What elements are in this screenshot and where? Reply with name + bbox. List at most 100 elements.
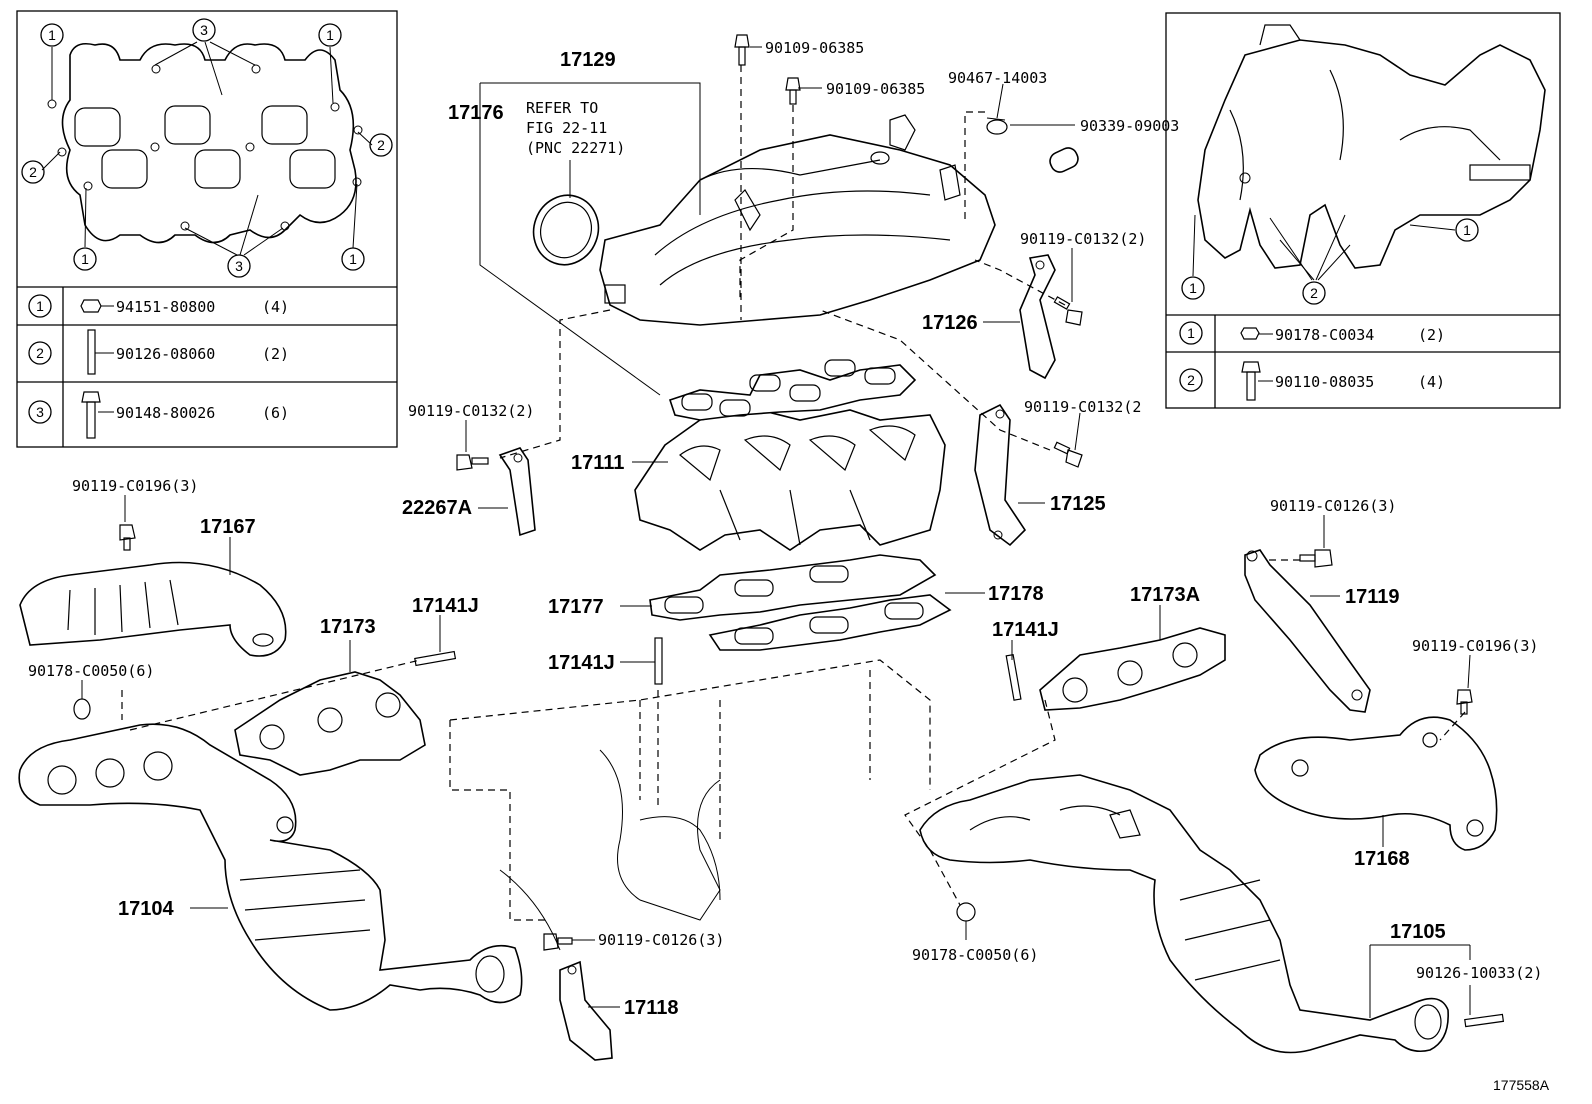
exhaust-gasket-17173 <box>234 671 426 776</box>
label-17173A: 17173A <box>1130 584 1200 606</box>
callout-1: 1 <box>326 27 334 43</box>
label-90109-06385: 90109-06385 <box>826 80 925 98</box>
label-17167: 17167 <box>200 516 256 538</box>
label-17176: 17176 <box>448 102 504 124</box>
part-number: 90178-C0034 <box>1275 326 1374 344</box>
callout-1: 1 <box>1463 222 1471 238</box>
bolt-90119-c0132-right <box>1053 441 1083 468</box>
label-90109-06385: 90109-06385 <box>765 39 864 57</box>
quantity: (6) <box>262 404 289 422</box>
label-90119-c0126: 90119-C0126(3) <box>1270 497 1396 515</box>
label-17104: 17104 <box>118 898 174 920</box>
bolt-icon <box>81 391 101 403</box>
bolt-90119-c0126-right <box>1299 549 1333 568</box>
callout-1: 1 <box>349 251 357 267</box>
label-17141J: 17141J <box>412 595 479 617</box>
heat-insulator-17168 <box>1254 716 1498 851</box>
label-17126: 17126 <box>922 312 978 334</box>
manifold-gasket-upper <box>668 359 917 421</box>
callout-1: 1 <box>81 251 89 267</box>
refer-note-line1: REFER TO <box>526 99 598 117</box>
label-90119-c0126: 90119-C0126(3) <box>598 931 724 949</box>
left-inset-callouts: 1 3 1 2 2 1 3 1 <box>21 18 393 278</box>
label-90126-10033: 90126-10033(2) <box>1416 964 1542 982</box>
callout-3: 3 <box>200 22 208 38</box>
bolt-90119-c0196-left <box>119 524 136 551</box>
lower-intake-manifold <box>634 409 946 551</box>
callout-1: 1 <box>1189 280 1197 296</box>
nut-icon <box>80 299 102 313</box>
callout-2: 2 <box>377 137 385 153</box>
label-17178: 17178 <box>988 583 1044 605</box>
quantity: (4) <box>262 298 289 316</box>
engine-block-outline <box>449 659 931 951</box>
quantity: (4) <box>1418 373 1445 391</box>
refer-note-line2: FIG 22-11 <box>526 119 607 137</box>
refer-note-line3: (PNC 22271) <box>526 139 625 157</box>
quantity: (2) <box>1418 326 1445 344</box>
right-inset-callouts: 1 1 2 <box>1181 218 1479 305</box>
left-inset: 1 3 1 2 2 1 3 1 1 94151-80800 (4) 2 9012… <box>16 10 398 448</box>
nut-90178-c0050-right <box>956 902 976 922</box>
clip-90467 <box>986 117 1008 135</box>
bracket-17125 <box>974 403 1027 547</box>
nut-90178-c0050-left <box>73 698 91 720</box>
exhaust-manifold-17104 <box>18 723 523 1011</box>
bolt-90109-a <box>734 34 750 66</box>
part-number: 90110-08035 <box>1275 373 1374 391</box>
row-num: 2 <box>1187 372 1195 388</box>
label-90467-14003: 90467-14003 <box>948 69 1047 87</box>
intake-gasket-drawing <box>47 42 363 244</box>
bolt-90119-c0132-top <box>1053 296 1083 326</box>
row-num: 2 <box>36 345 44 361</box>
callout-1: 1 <box>48 27 56 43</box>
label-90178-c0050: 90178-C0050(6) <box>28 662 154 680</box>
bracket-17118 <box>559 960 613 1061</box>
part-number: 90126-08060 <box>116 345 215 363</box>
exhaust-manifold-17105 <box>919 774 1449 1054</box>
label-90119-c0196: 90119-C0196(3) <box>1412 637 1538 655</box>
bolt-icon <box>1241 361 1261 373</box>
label-leaders <box>81 46 1471 1018</box>
label-17111: 17111 <box>571 452 624 474</box>
stud-17141J-center <box>654 637 663 685</box>
alignment-lines <box>121 65 1466 906</box>
bracket-17119 <box>1244 549 1371 713</box>
stud-90126-10033 <box>1464 1013 1505 1028</box>
label-90339-09003: 90339-09003 <box>1080 117 1179 135</box>
nut-icon <box>1240 327 1260 340</box>
label-90119-c0196: 90119-C0196(3) <box>72 477 198 495</box>
stud-17141J-left <box>414 650 457 667</box>
callout-2: 2 <box>29 164 37 180</box>
label-22267A: 22267A <box>402 497 472 519</box>
bolt-90109-b <box>785 77 801 105</box>
part-number: 94151-80800 <box>116 298 215 316</box>
label-17173: 17173 <box>320 616 376 638</box>
callout-3: 3 <box>235 258 243 274</box>
label-17119: 17119 <box>1345 586 1400 608</box>
row-num: 3 <box>36 404 44 420</box>
label-17125: 17125 <box>1050 493 1106 515</box>
exhaust-gasket-17173A <box>1039 627 1226 711</box>
figure-code: 177558A <box>1493 1077 1550 1093</box>
stud-icon <box>87 329 96 375</box>
label-90119-c0132: 90119-C0132(2 <box>1024 398 1141 416</box>
throttle-gasket-ring <box>532 194 600 266</box>
manifold-gasket-17178 <box>708 594 952 651</box>
label-17141J: 17141J <box>548 652 615 674</box>
right-inset: 1 1 2 1 90178-C0034 (2) 2 90110-08035 (4… <box>1165 12 1561 409</box>
upper-intake-manifold <box>599 114 996 326</box>
left-inset-table: 1 94151-80800 (4) 2 90126-08060 (2) 3 90… <box>28 294 289 439</box>
right-inset-table: 1 90178-C0034 (2) 2 90110-08035 (4) <box>1179 321 1445 401</box>
heat-insulator-17167 <box>19 561 287 657</box>
label-17168: 17168 <box>1354 848 1410 870</box>
row-num: 1 <box>36 298 44 314</box>
bolt-90119-c0132-left <box>456 454 489 471</box>
part-labels: 17129 17176 REFER TO FIG 22-11 (PNC 2227… <box>28 39 1550 1093</box>
label-90119-c0132: 90119-C0132(2) <box>408 402 534 420</box>
bolt-90119-c0126-bottom <box>543 933 573 951</box>
bracket-22267A <box>498 447 536 537</box>
label-90119-c0132: 90119-C0132(2) <box>1020 230 1146 248</box>
label-17141J: 17141J <box>992 619 1059 641</box>
